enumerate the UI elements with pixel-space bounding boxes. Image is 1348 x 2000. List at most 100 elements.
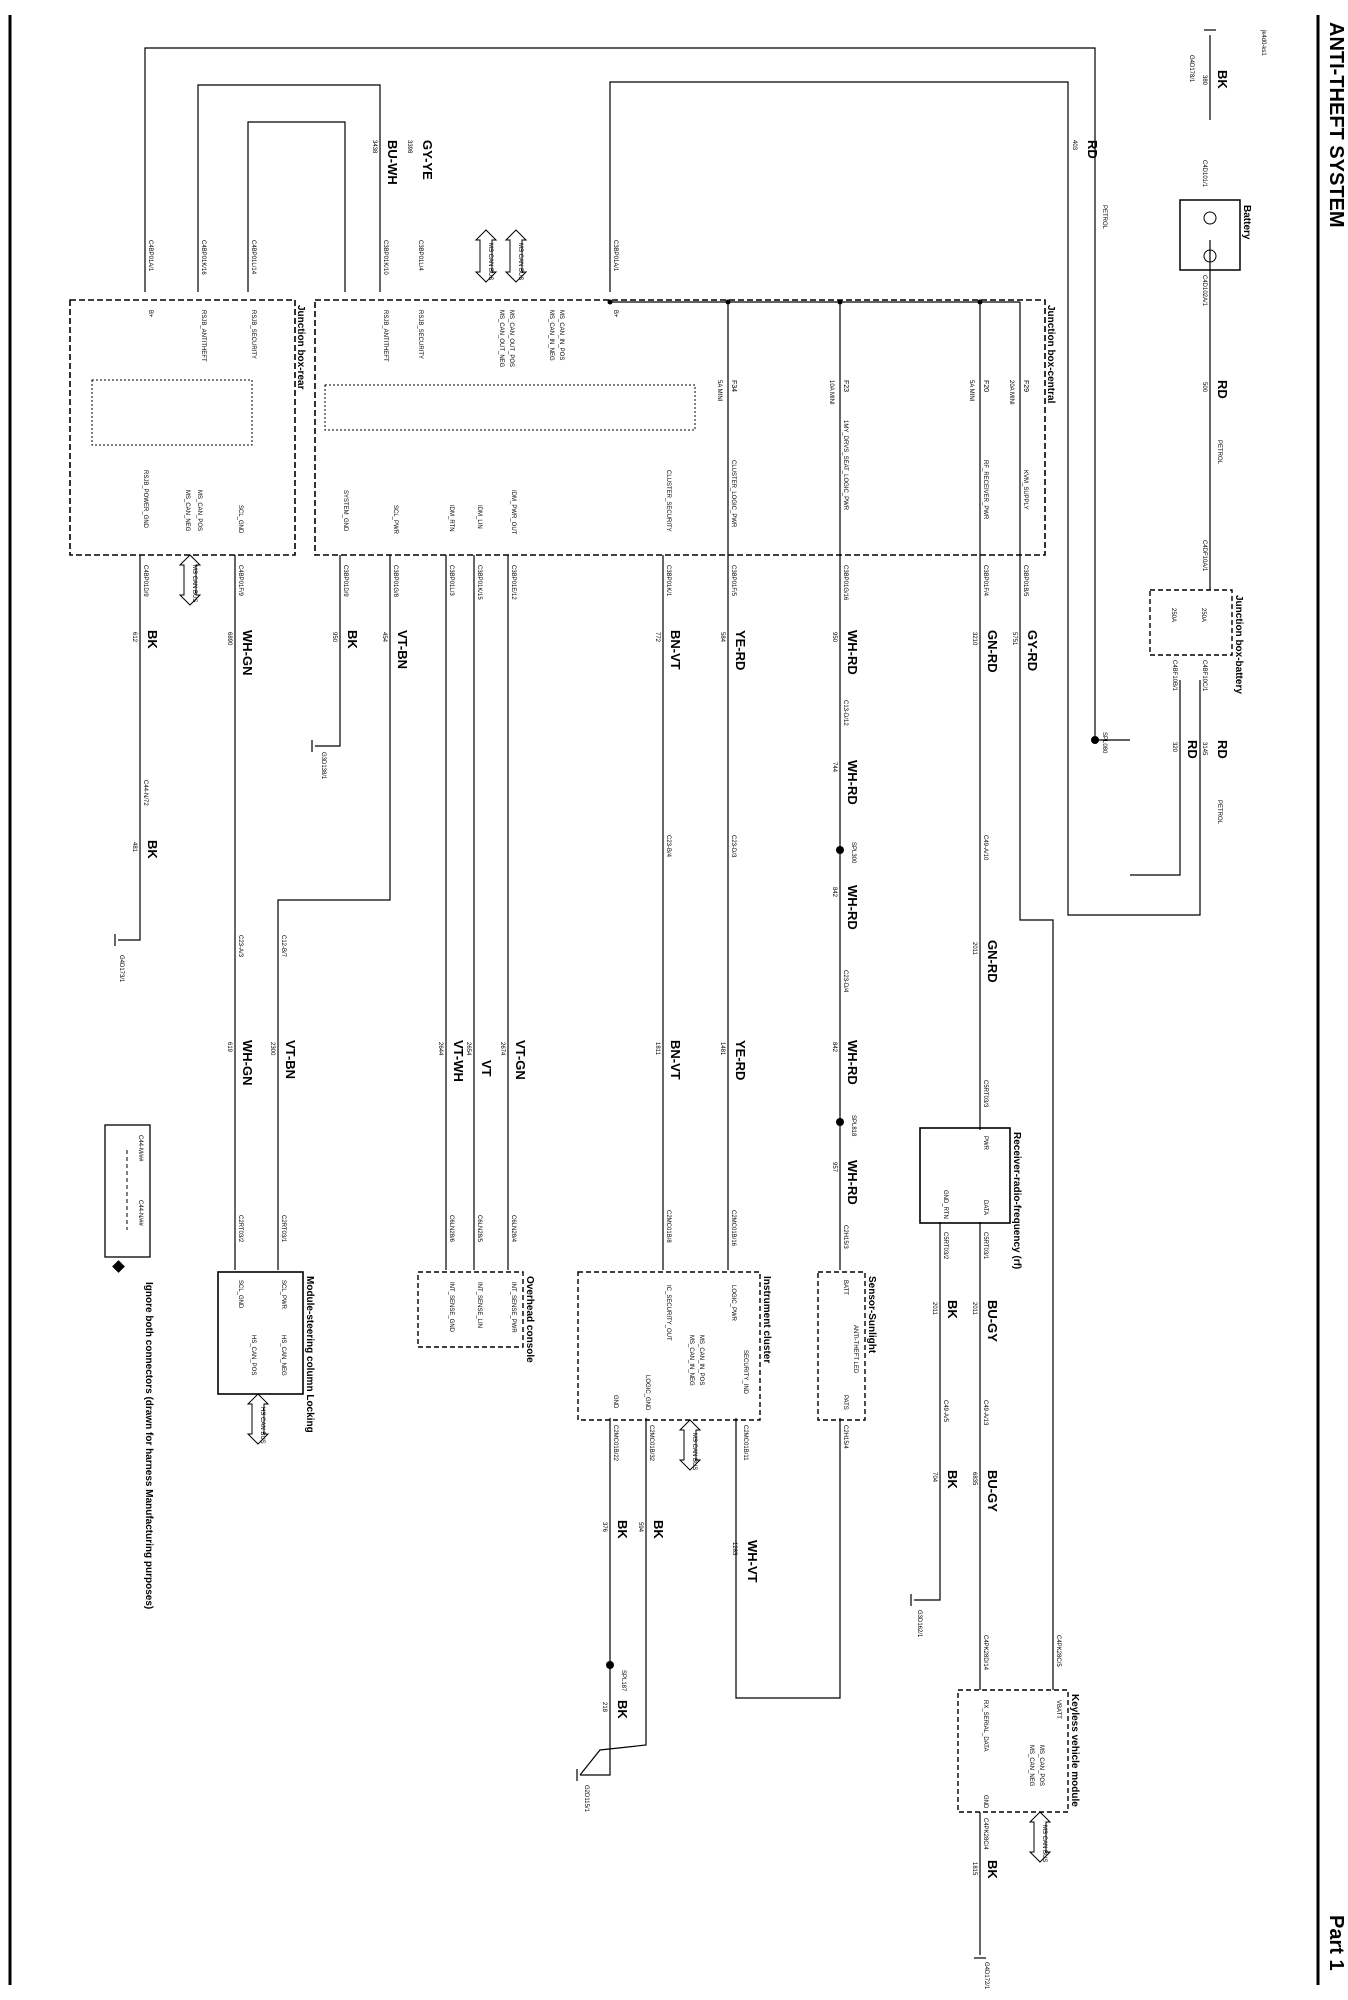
junction-box-battery: Junction box-battery 250A 250A bbox=[1149, 589, 1244, 694]
ground-g4d173: G4D173/1 bbox=[118, 955, 124, 983]
battery-box bbox=[1179, 199, 1241, 271]
sun-pin-pats: PATS bbox=[842, 1395, 848, 1410]
jbc-circ-clsec: 772 bbox=[654, 632, 660, 643]
st-sig-sclpwr: SCL_PWR bbox=[280, 1280, 286, 1310]
jbr-circ-sclgnd: 6890 bbox=[226, 632, 232, 646]
jbc-sig-idmrtn: IDM_RTN bbox=[448, 505, 454, 532]
jbc-conn-kvm: C3BP01B/5 bbox=[1022, 565, 1028, 597]
splice-spl080-label: SPL080 bbox=[1101, 732, 1107, 754]
mid-conn-c49a10: C49-A/10 bbox=[982, 835, 988, 861]
wire-note-403: PETROL bbox=[1101, 205, 1107, 230]
cl-sig-mspos: MS_CAN_IN_POS bbox=[698, 1335, 704, 1385]
jbc-circ-rf: 3210 bbox=[971, 632, 977, 646]
steering-labels: SCL_PWR C2RT03/1 SCL_GND C2RT03/2 HS_CAN… bbox=[237, 1215, 286, 1444]
st-conn-sclpwr: C2RT03/1 bbox=[280, 1215, 286, 1243]
jbc-color-sysgnd: BK bbox=[345, 630, 360, 649]
wire-network bbox=[118, 35, 1211, 1955]
mid-circ-744: 744 bbox=[831, 762, 837, 773]
jbc-conn-idmpwr: C3BP01E/12 bbox=[510, 565, 516, 600]
wire-cluster-gnd-1 bbox=[579, 1418, 647, 1776]
splice-spl080 bbox=[1091, 736, 1099, 744]
wire-jbbattery-loop bbox=[1130, 680, 1181, 876]
jbc-sig-sclpwr: SCL_PWR bbox=[392, 505, 398, 535]
kv-sig-msneg: MS_CAN_NEG bbox=[1028, 1745, 1034, 1787]
jbc-sig-idmlin: IDM_LIN bbox=[476, 505, 482, 529]
jbr-color-pwrgnd: BK bbox=[145, 630, 160, 649]
jbc-sig-sysgnd: SYSTEM_GND bbox=[342, 490, 348, 532]
connector-c4d101: C4D101/1 bbox=[1201, 160, 1207, 188]
ms-can-bus-label-2: MS CAN BUS bbox=[517, 243, 523, 280]
connector-c4df10a: C4DF10A/1 bbox=[1201, 540, 1207, 572]
wire-gy-rd bbox=[1019, 555, 1054, 1690]
kv-conn-rx: C4PK28D/14 bbox=[982, 1635, 988, 1671]
junction-box-central: Junction box-central bbox=[314, 299, 1056, 556]
sunlight-box bbox=[817, 1271, 866, 1421]
jbc-conn-clsec: C3BP01K/1 bbox=[665, 565, 671, 597]
mid-circ-2654: 2654 bbox=[465, 1042, 471, 1056]
jbc-label: Junction box-central bbox=[1045, 305, 1056, 404]
instrument-cluster: Instrument cluster bbox=[577, 1271, 772, 1421]
module-steering-lock: Module-steering column Locking bbox=[217, 1271, 315, 1433]
cl-conn-secind: C2MC01B/11 bbox=[742, 1425, 748, 1461]
mid-conn-c23a3: C23-A/3 bbox=[237, 935, 243, 958]
wire-bk-rear bbox=[118, 555, 141, 941]
sun-pin-batt: BATT bbox=[842, 1280, 848, 1295]
wire-circuit-403: 403 bbox=[1071, 140, 1077, 151]
cl-circ-logicgnd: 594 bbox=[637, 1522, 643, 1533]
jbc-sig-seat: 1MY_DRVS_SEAT_LOGIC_PWR bbox=[842, 420, 848, 511]
rf-down-color-2: BK bbox=[945, 1470, 960, 1489]
console-label: Overhead console bbox=[524, 1276, 535, 1363]
connector-c4d102a: C4D102A/1 bbox=[1201, 275, 1207, 307]
jbc-in-rsjb-at-conn: C3BP01K/10 bbox=[382, 240, 388, 275]
oc-sig-lin: INT_SENSE_LIN bbox=[476, 1282, 482, 1328]
ms-can-bus-label-1: MS CAN BUS bbox=[487, 243, 493, 280]
fuse-f23-rating: 10A MINI bbox=[828, 380, 834, 405]
jbr-sig-rsjbsec: RSJB_SECURITY bbox=[250, 310, 256, 359]
keyless-label: Keyless vehicle module bbox=[1069, 1694, 1080, 1807]
fuse-f29-rating: 20A MINI bbox=[1008, 380, 1014, 405]
legend-box bbox=[104, 1124, 151, 1258]
mid-color-vtwh: VT-WH bbox=[451, 1040, 466, 1082]
jbr-sig-pwrgnd: RSJB_POWER_GND bbox=[142, 470, 148, 529]
cl-circ-gnd: 376 bbox=[601, 1522, 607, 1533]
st-sig-hsneg: HS_CAN_NEG bbox=[280, 1335, 286, 1376]
jbr-sig-sclgnd: SCL_GND bbox=[237, 505, 243, 534]
sun-color-pats: WH-VT bbox=[745, 1540, 760, 1583]
jbc-conn-idmrtn: C3BP01L/3 bbox=[448, 565, 454, 596]
mid-circ-619: 619 bbox=[226, 1042, 232, 1053]
mid-color-gnrd: GN-RD bbox=[985, 940, 1000, 983]
mid-color-yerd: YE-RD bbox=[733, 1040, 748, 1080]
cl-sig-logicgnd: LOGIC_GND bbox=[644, 1375, 650, 1411]
legend-connector-a: C44-M/## bbox=[137, 1135, 143, 1162]
jbr-color-sclgnd: WH-GN bbox=[240, 630, 255, 676]
jbc-box bbox=[314, 299, 1046, 556]
jbc-in-rsjb-sec-conn: C3BP01L/4 bbox=[417, 240, 423, 271]
overhead-console: Overhead console bbox=[417, 1271, 535, 1363]
ms-can-arrow-jbc-2 bbox=[504, 229, 528, 283]
wire-color-rd-403: RD bbox=[1085, 140, 1100, 159]
battery-pos-terminal bbox=[1203, 249, 1217, 263]
jbc-in-rsjb-at-color: BU-WH bbox=[385, 140, 400, 185]
mid-circ-481: 481 bbox=[131, 842, 137, 853]
rf-down-circ-2: 704 bbox=[931, 1472, 937, 1483]
jbc-color-clpwr: YE-RD bbox=[733, 630, 748, 670]
jbb-label: Junction box-battery bbox=[1233, 595, 1244, 694]
mid-circ-1811: 1811 bbox=[654, 1042, 660, 1056]
jbc-color-seat: WH-RD bbox=[845, 630, 860, 675]
jbr-conn-rsjbsec: C4BP01L/14 bbox=[250, 240, 256, 275]
ms-can-arrow-jbc-1 bbox=[474, 229, 498, 283]
rf-label: Receiver-radio-frequency (rf) bbox=[1011, 1132, 1022, 1269]
battery-neg-terminal bbox=[1203, 211, 1217, 225]
ms-can-bus-label-jbr: MS CAN BUS bbox=[191, 565, 197, 602]
mid-color-vt: VT bbox=[479, 1060, 494, 1077]
ground-g2d115: G2D115/1 bbox=[583, 1785, 589, 1813]
console-box bbox=[417, 1271, 524, 1348]
kv-sig-gnd: GND bbox=[982, 1795, 988, 1809]
cl-splice-spl187: SPL187 bbox=[620, 1670, 626, 1692]
rf-circ-data: 2011 bbox=[971, 1302, 977, 1316]
st-sig-sclgnd: SCL_GND bbox=[237, 1280, 243, 1309]
jbc-sig-kvm: KVM_SUPPLY bbox=[1022, 470, 1028, 510]
cl-sig-gnd: GND bbox=[612, 1395, 618, 1409]
jbr-sig-ms-neg: MS_CAN_NEG bbox=[184, 490, 190, 532]
